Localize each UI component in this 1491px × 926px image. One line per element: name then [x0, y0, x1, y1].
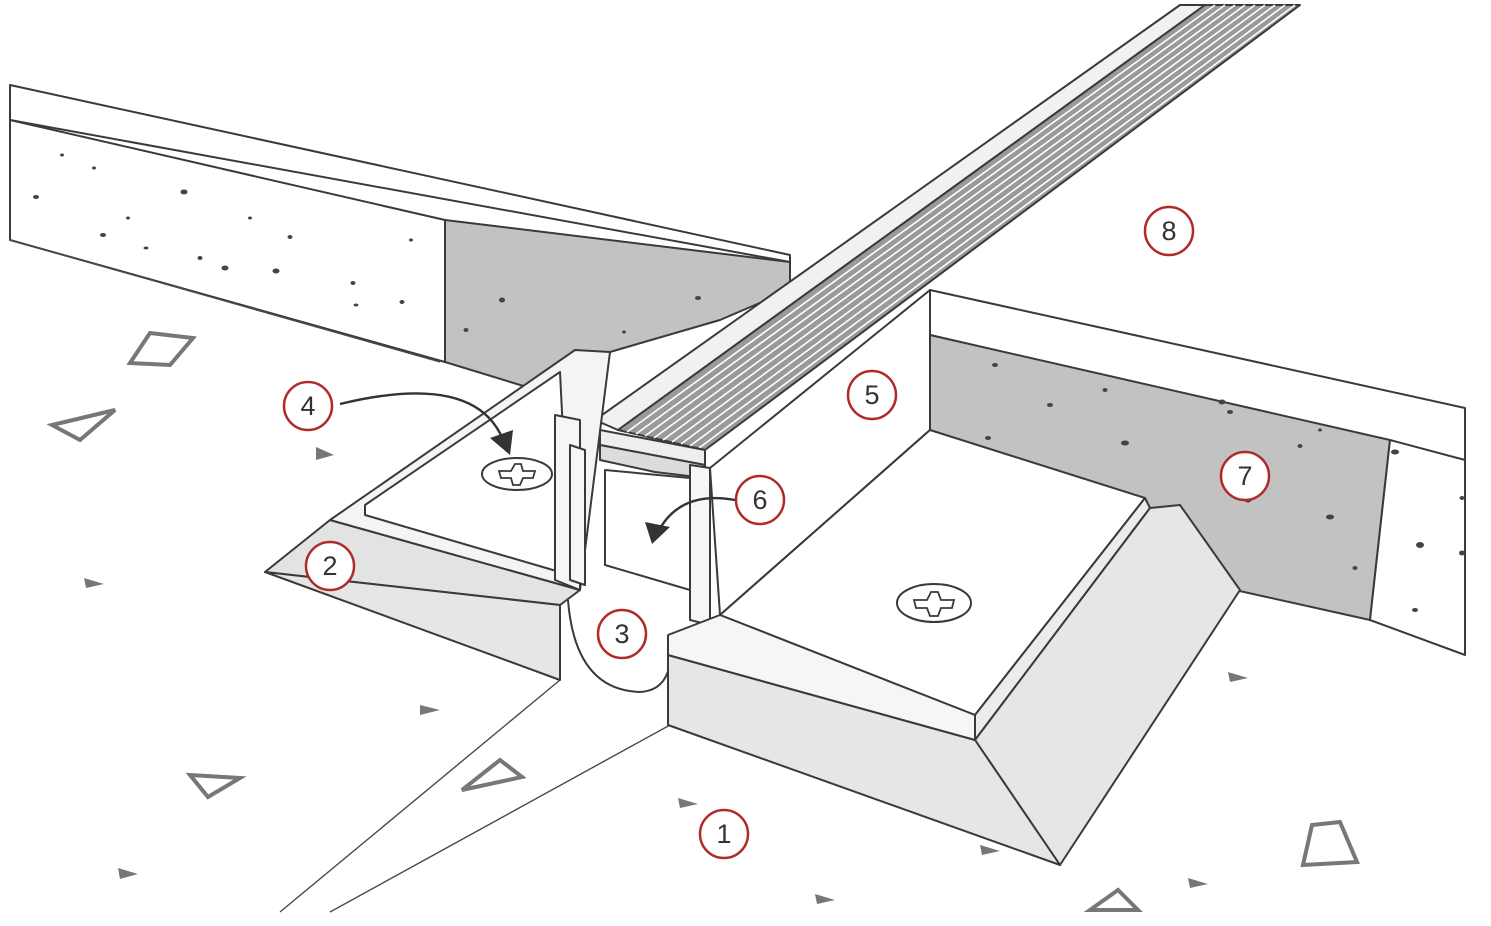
back-left-slab — [9, 84, 791, 389]
back-left-slab-face-shaded — [444, 219, 791, 389]
marker-6-label: 6 — [752, 485, 767, 515]
right-base-top — [667, 614, 976, 741]
channel-left-leg — [569, 444, 586, 586]
marker-3: 3 — [596, 608, 648, 660]
aggregate-triangle-icon — [84, 447, 1248, 904]
marker-8: 8 — [1143, 205, 1195, 257]
marker-5-label: 5 — [864, 380, 879, 410]
marker-7-label: 7 — [1237, 461, 1252, 491]
aggregate-dot-icon — [33, 153, 1465, 612]
marker-2-label: 2 — [322, 551, 337, 581]
marker-6: 6 — [734, 474, 786, 526]
left-substrate-front — [264, 571, 561, 681]
centre-channel — [569, 444, 711, 626]
marker-4-label: 4 — [300, 391, 315, 421]
marker-1-label: 1 — [716, 819, 731, 849]
marker-5: 5 — [846, 369, 898, 421]
floor-edges — [9, 239, 671, 913]
marker-2: 2 — [304, 540, 356, 592]
screw-head-icon — [481, 457, 553, 491]
screw-head-icon — [896, 583, 972, 623]
marker-1: 1 — [698, 808, 750, 860]
marker-8-label: 8 — [1161, 216, 1176, 246]
curved-arrow-icon — [339, 392, 513, 455]
curved-arrow-icon — [645, 496, 736, 544]
channel-back-wall — [604, 469, 691, 591]
marker-4: 4 — [282, 380, 334, 432]
marker-3-label: 3 — [614, 619, 629, 649]
left-profile — [264, 349, 611, 681]
marker-7: 7 — [1219, 450, 1271, 502]
cover-strip — [594, 4, 1301, 466]
back-right-slab-face-light — [1369, 439, 1466, 656]
cover-strip-ridges — [626, 4, 1296, 449]
aggregate-triangle-icon — [46, 330, 1360, 912]
channel-insert — [599, 444, 706, 479]
channel-right-leg — [689, 464, 711, 626]
